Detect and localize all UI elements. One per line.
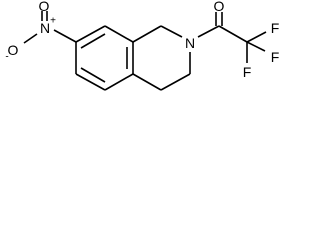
bond-ch2-4 xyxy=(132,73,162,91)
ring-nitrogen: N xyxy=(185,35,195,51)
bond-c-f-right xyxy=(246,41,266,52)
bond-ch2-1 xyxy=(132,25,162,43)
bond-arom-4 xyxy=(104,73,134,91)
bond-n-carbonyl xyxy=(197,25,220,38)
bond-arom-2 xyxy=(104,25,134,43)
nitro-nitrogen: N xyxy=(40,20,50,36)
nitro-oxygen-charge: - xyxy=(5,52,8,63)
nitro-oxygen-double: O xyxy=(39,0,50,14)
bond-arom-5 xyxy=(75,73,106,91)
atom-labels: O N + O - N O F F F xyxy=(5,0,279,80)
fluorine-right: F xyxy=(271,49,280,65)
bond-n-o-single xyxy=(23,33,38,44)
bond-ch2-3 xyxy=(160,73,191,91)
bond-arom-1-inner xyxy=(80,33,106,49)
fluorine-top: F xyxy=(271,20,280,36)
bond-arom-5-inner xyxy=(80,67,106,83)
nitro-oxygen-single: O xyxy=(8,42,19,58)
chemical-structure: O N + O - N O F F F xyxy=(5,0,279,91)
fluorine-bottom: F xyxy=(243,64,252,80)
bonds xyxy=(23,11,267,91)
bond-arom-1 xyxy=(75,25,106,43)
carbonyl-oxygen: O xyxy=(214,0,225,14)
bond-ring-n-up xyxy=(160,25,183,38)
bond-ar-no2 xyxy=(53,29,77,43)
bond-c-cf3 xyxy=(218,25,248,43)
bond-c-f-top xyxy=(246,31,267,43)
nitro-nitrogen-charge: + xyxy=(50,16,56,27)
